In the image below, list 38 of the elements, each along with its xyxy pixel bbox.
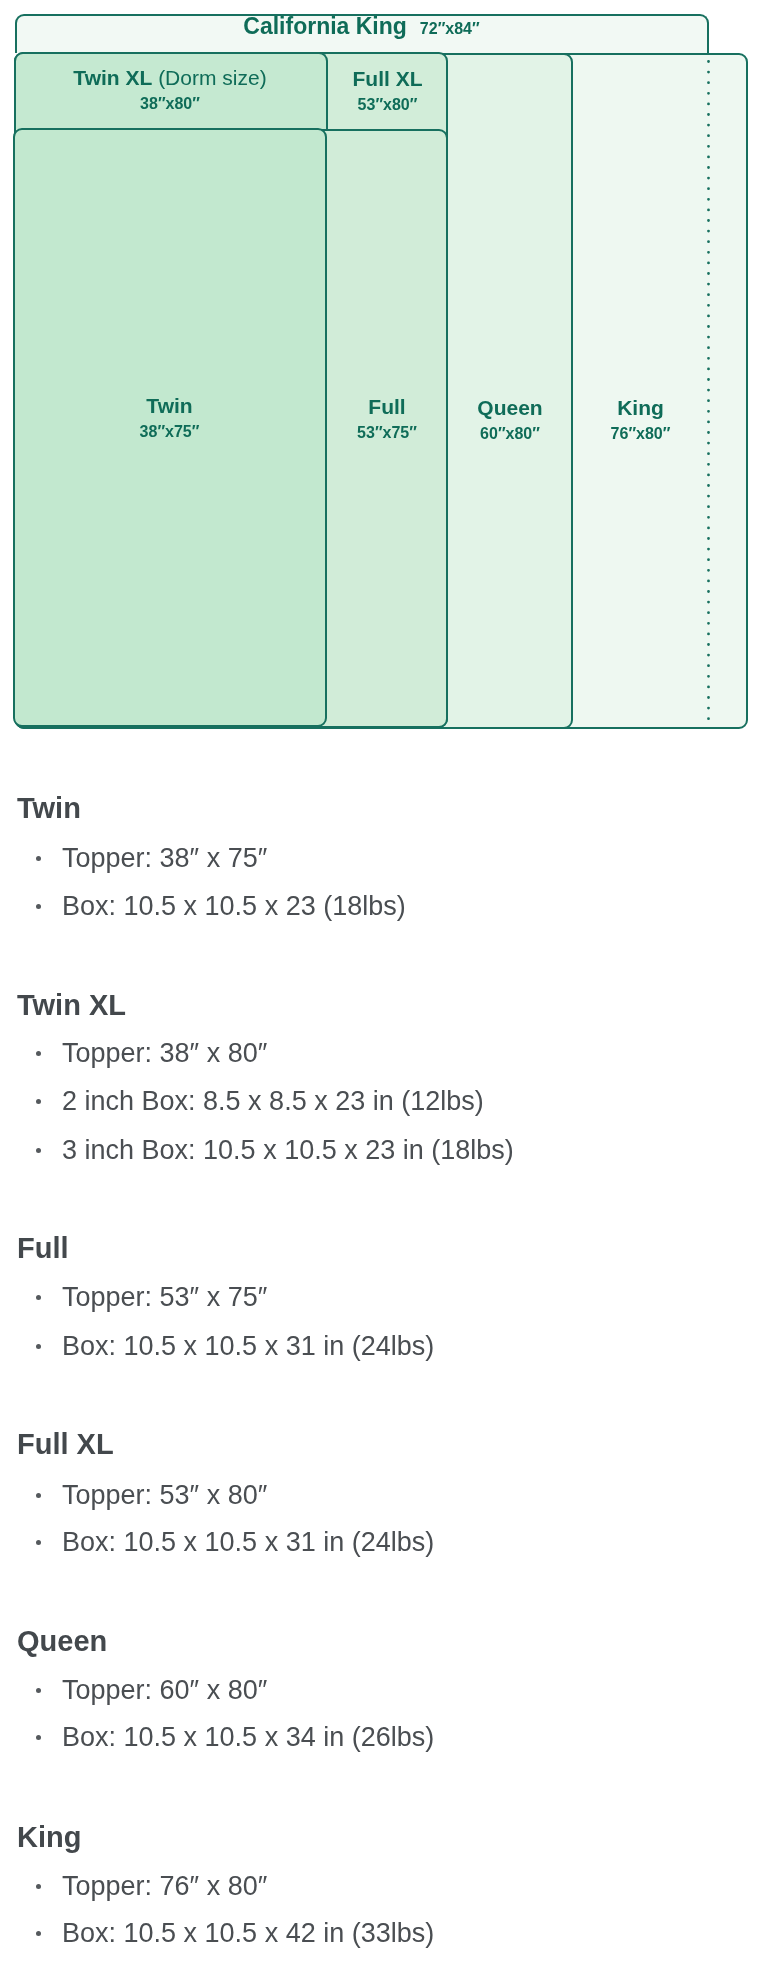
spec-item: Box: 10.5 x 10.5 x 34 in (26lbs)	[62, 1721, 435, 1754]
spec-item: Topper: 38″ x 80″	[62, 1037, 268, 1070]
spec-item: Box: 10.5 x 10.5 x 31 in (24lbs)	[62, 1330, 435, 1363]
bed-size-name: Full XL	[352, 65, 423, 91]
spec-item: 3 inch Box: 10.5 x 10.5 x 23 in (18lbs)	[62, 1134, 514, 1167]
bed-size-dimensions: 38″x80″	[140, 94, 200, 114]
size-heading: Twin XL	[17, 988, 126, 1023]
spec-item: Topper: 60″ x 80″	[62, 1674, 268, 1707]
bed-size-name: California King	[243, 13, 407, 39]
size-heading: Queen	[17, 1624, 108, 1659]
spec-item: Topper: 76″ x 80″	[62, 1870, 268, 1903]
bed-size-panel	[15, 53, 748, 729]
bed-size-dimensions: 53″x80″	[357, 94, 418, 115]
bed-size-panel	[14, 52, 573, 729]
bed-size-name: King	[617, 395, 664, 420]
spec-item: Box: 10.5 x 10.5 x 23 (18lbs)	[62, 890, 406, 923]
bed-size-dimensions: 60″x80″	[480, 423, 540, 444]
size-heading: Full	[17, 1231, 69, 1266]
bed-size-name: Full	[368, 393, 406, 419]
spec-item: 2 inch Box: 8.5 x 8.5 x 23 in (12lbs)	[62, 1085, 484, 1118]
bed-size-dimensions: 53″x75″	[357, 422, 417, 443]
size-heading: Full XL	[17, 1427, 114, 1462]
spec-item: Topper: 53″ x 75″	[62, 1281, 268, 1314]
size-heading: Twin	[17, 791, 81, 826]
bed-size-panel	[13, 51, 328, 129]
bed-size-panel	[15, 14, 709, 53]
bed-size-dimensions: 76″x80″	[610, 424, 671, 444]
spec-item: Topper: 38″ x 75″	[62, 842, 268, 875]
bed-size-name: Twin XL (Dorm size)	[73, 65, 267, 90]
bed-size-name: Queen	[477, 394, 543, 420]
spec-item: Box: 10.5 x 10.5 x 42 in (33lbs)	[62, 1917, 435, 1950]
bed-size-name: Twin	[146, 393, 193, 418]
bed-size-panel	[13, 128, 327, 727]
size-heading: King	[17, 1820, 82, 1855]
spec-item: Box: 10.5 x 10.5 x 31 in (24lbs)	[62, 1526, 435, 1559]
bed-size-dimensions: 38″x75″	[139, 422, 200, 442]
spec-item: Topper: 53″ x 80″	[62, 1479, 268, 1512]
bed-size-dimensions: 72″x84″	[419, 18, 480, 39]
